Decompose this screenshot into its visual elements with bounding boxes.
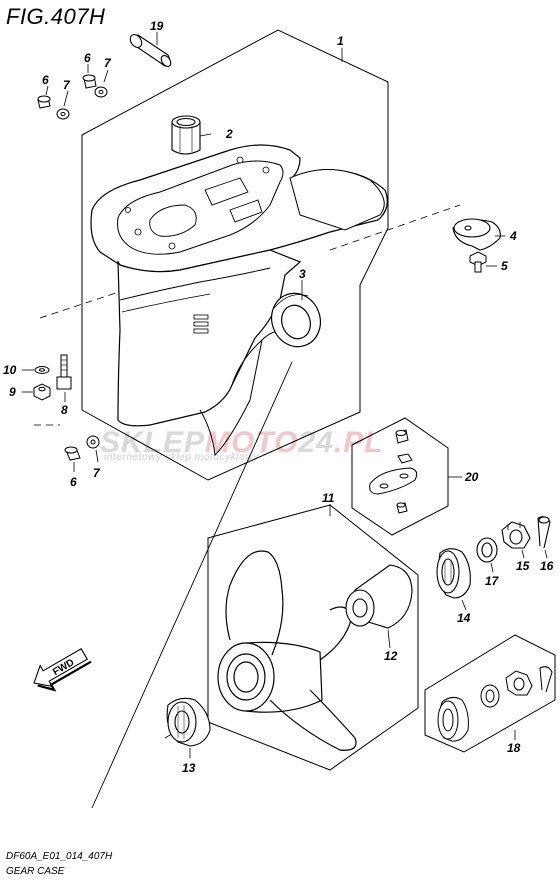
bolt-6-top-right: [82, 74, 97, 89]
part-18-group-frame: [424, 634, 556, 753]
callout-17: 17: [485, 574, 500, 588]
part-8-stud: [56, 354, 72, 390]
watermark-part-3: 24: [297, 426, 333, 459]
part-4-trim-tab: [452, 218, 501, 251]
callout-6-top-right: 6: [84, 51, 91, 65]
propeller-reference-line: [91, 361, 293, 809]
part-5-bolt: [469, 251, 487, 273]
diagram-name: GEAR CASE: [6, 866, 65, 877]
watermark: SKLEPMOTO24.PL internetowy sklep motocyk…: [100, 426, 384, 463]
part-10-washer: [34, 366, 50, 374]
callout-16: 16: [540, 559, 554, 573]
leader-lines: [22, 32, 548, 758]
callout-4: 4: [509, 229, 517, 243]
part-16-cotter-pin: [537, 516, 551, 549]
callout-2: 2: [225, 127, 233, 141]
part-18-cotter-pin: [539, 666, 553, 693]
part-11-propeller: [217, 550, 357, 751]
part-12-thrust-bushing: [345, 564, 413, 629]
watermark-tagline: internetowy sklep motocyklowy: [104, 452, 259, 463]
callout-18: 18: [507, 741, 521, 755]
part-19-grommet: [129, 34, 172, 67]
part-20-group-frame: [351, 417, 449, 536]
callout-5: 5: [501, 259, 508, 273]
fwd-label: FWD: [51, 657, 76, 678]
bolt-6-lower: [64, 446, 81, 461]
diagram-code: DF60A_E01_014_407H: [6, 851, 113, 862]
callout-6-top-left: 6: [42, 73, 49, 87]
callout-9: 9: [9, 385, 16, 399]
part-17-washer: [476, 537, 498, 563]
gear-case-group-frame: [81, 29, 389, 481]
callout-7-top-right: 7: [104, 56, 112, 70]
washer-7-top-right: [94, 86, 108, 98]
watermark-part-1: SKLEP: [100, 426, 205, 459]
callout-8: 8: [61, 403, 68, 417]
callout-7-lower: 7: [93, 466, 101, 480]
part-2-bushing: [171, 115, 201, 155]
callout-1: 1: [337, 34, 344, 48]
callout-14: 14: [457, 611, 471, 625]
callout-numbers: 1 2 3 4 5 6 6 6 7 7 7 8 9 10 11 12 13 14…: [3, 19, 554, 775]
svg-text:SKLEPMOTO24.PL: SKLEPMOTO24.PL: [100, 426, 384, 459]
callout-20: 20: [464, 470, 479, 484]
gear-case-body: [90, 144, 388, 457]
fwd-arrow: FWD: [33, 648, 92, 692]
watermark-part-4: .PL: [334, 426, 384, 459]
part-14-spacer: [436, 548, 471, 599]
callout-15: 15: [516, 559, 530, 573]
callout-19: 19: [150, 19, 164, 33]
part-18-nut-set: [437, 670, 533, 742]
callout-13: 13: [182, 761, 196, 775]
callout-6-lower: 6: [70, 475, 77, 489]
part-20-speedometer-pickup: [369, 429, 418, 514]
part-15-castle-nut: [501, 521, 531, 549]
callout-3: 3: [299, 267, 306, 281]
callout-10: 10: [3, 363, 17, 377]
bolt-6-top-left: [37, 95, 51, 109]
washer-7-lower: [86, 435, 100, 449]
part-3-bearing: [271, 292, 321, 348]
callout-12: 12: [384, 649, 398, 663]
washer-7-top-left: [56, 108, 70, 120]
callout-11: 11: [322, 491, 335, 505]
part-9-nut: [33, 383, 51, 401]
figure-title: FIG.407H: [6, 4, 106, 29]
part-13-thrust-washer: [166, 697, 211, 747]
callout-7-top-left: 7: [63, 78, 71, 92]
